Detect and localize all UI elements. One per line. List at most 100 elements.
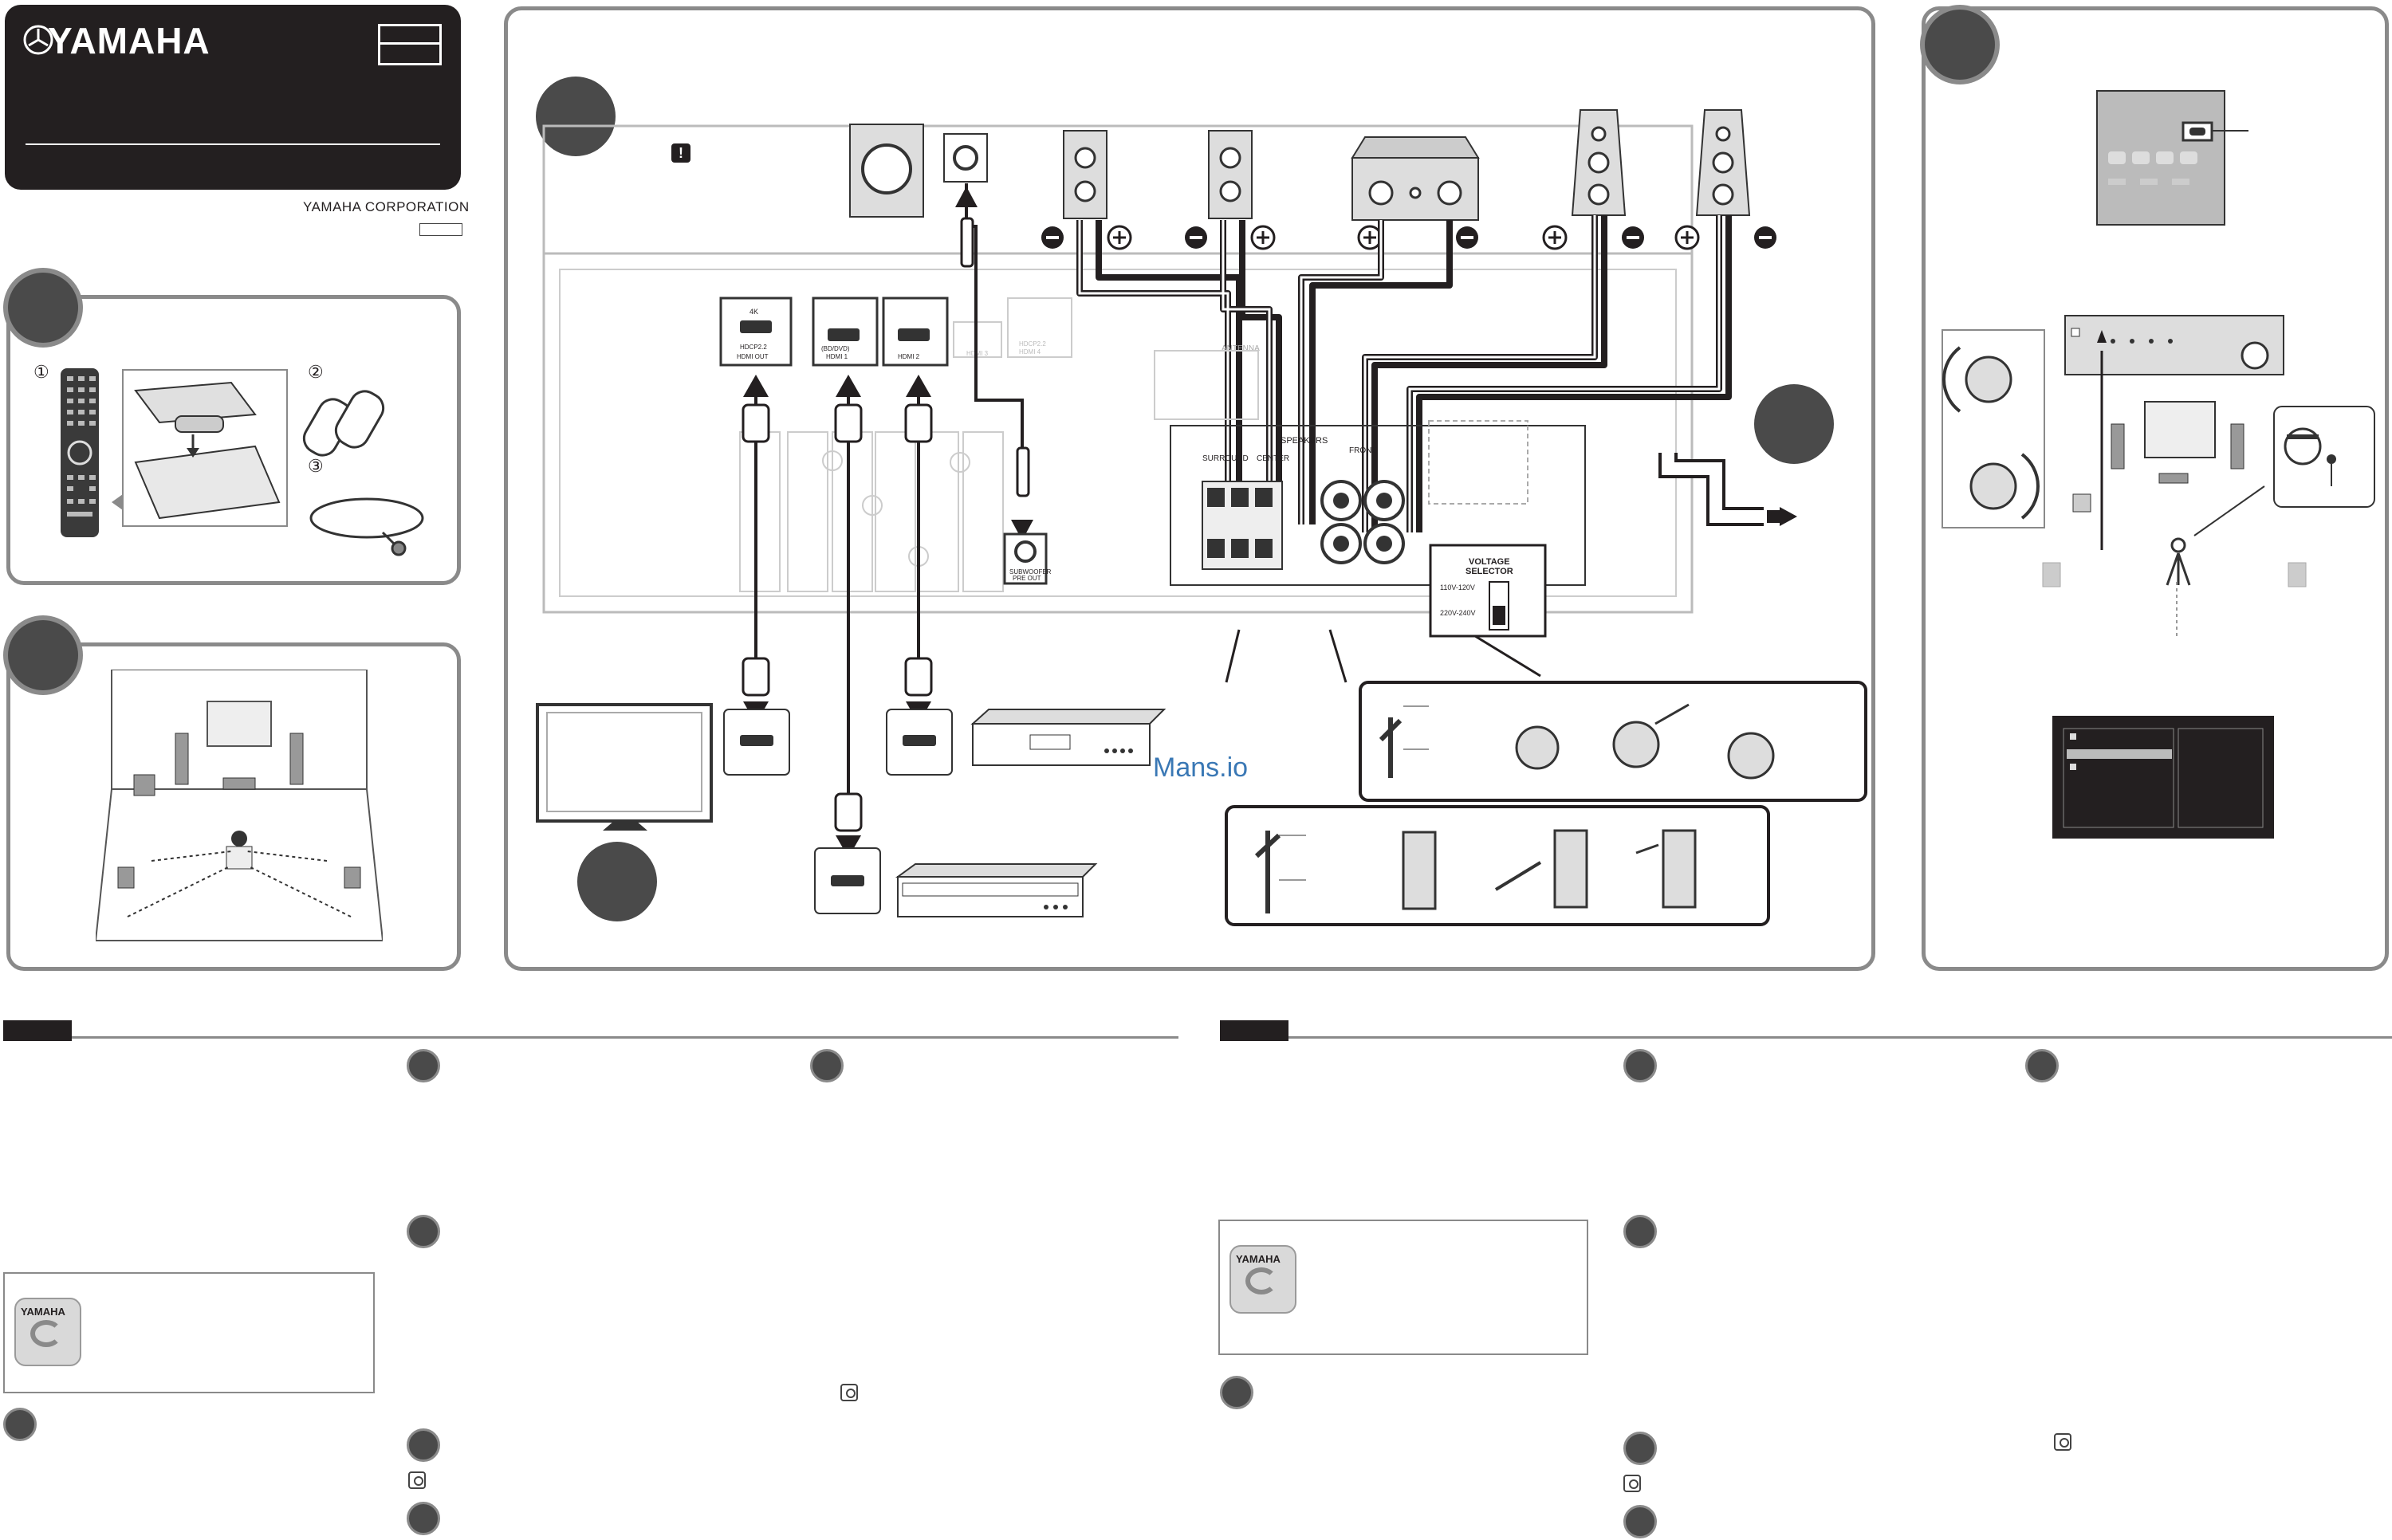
hdmi2-label: HDMI 2 — [898, 353, 920, 360]
voltage-title-1: VOLTAGE — [1469, 557, 1510, 567]
surround-right-speaker-icon — [344, 866, 361, 889]
hdmi-out-top: 4K — [749, 308, 758, 316]
step-marker — [1754, 384, 1834, 464]
step-marker — [407, 1049, 440, 1082]
front-right-speaker-icon — [289, 733, 304, 785]
ypao-setup-illustration — [1942, 90, 2375, 839]
room-layout-illustration — [96, 670, 383, 941]
hdmi-out-line1: HDCP2.2 — [740, 344, 767, 351]
surround-left-speaker-icon — [1063, 130, 1107, 219]
listener-with-mic-icon — [2273, 406, 2375, 508]
front-label: FRONT — [1349, 446, 1376, 455]
step-marker — [3, 1408, 37, 1441]
listener-icon — [226, 831, 253, 870]
volume-knob-icons — [1942, 346, 2040, 520]
center-speaker-icon — [1351, 136, 1480, 221]
step-marker — [1623, 1215, 1657, 1248]
ypao-menu-screen — [2052, 716, 2274, 839]
watermark-text: Mans.io — [1153, 752, 1249, 783]
step-marker — [1623, 1432, 1657, 1465]
header-rule — [26, 143, 440, 145]
av-setup-guide-app-icon[interactable]: YAMAHA — [1229, 1245, 1296, 1314]
bd-player-icon — [970, 709, 1166, 766]
app-brand-label: YAMAHA — [1236, 1253, 1281, 1265]
step-marker — [577, 842, 657, 921]
rear-panel-wiring-diagram: SPEAKERS SURROUND CENTER FRONT VOLTAGE S… — [536, 109, 1867, 926]
recorder-icon — [895, 863, 1098, 917]
voltage-low: 110V-120V — [1440, 583, 1475, 591]
header-card — [5, 5, 461, 190]
batteries-icon — [302, 390, 385, 457]
av-setup-guide-app-icon[interactable]: YAMAHA — [14, 1298, 81, 1366]
corporation-name: YAMAHA CORPORATION — [303, 199, 470, 214]
app-swirl-icon — [1245, 1267, 1277, 1294]
subwoofer-out-line1: SUBWOOFER — [1009, 568, 1052, 576]
av-setup-app-box: YAMAHA — [3, 1272, 375, 1393]
remote-battery-illustration: ① ② ③ — [33, 362, 424, 556]
caution-icon: ! — [671, 143, 690, 163]
surround-label: SURROUND — [1202, 454, 1249, 463]
center-label: CENTER — [1257, 454, 1289, 463]
hdmi4-line1: HDCP2.2 — [1019, 340, 1046, 348]
surround-right-speaker-icon — [1208, 130, 1253, 219]
remote-control-icon — [61, 368, 99, 537]
language-rule — [1288, 1036, 2392, 1039]
voltage-selector: VOLTAGE SELECTOR 110V-120V 220V-240V — [1429, 544, 1547, 638]
hdmi1-top: (BD/DVD) — [821, 345, 850, 352]
step-marker — [536, 77, 616, 156]
item-number-2: ② — [308, 362, 324, 382]
spring-terminal-steps-icons — [1254, 829, 1697, 913]
hdmi1-label: HDMI 1 — [826, 353, 848, 360]
step-marker — [1220, 1376, 1253, 1409]
step-marker — [1920, 5, 2000, 84]
front-panel-closeup — [2096, 90, 2248, 226]
app-swirl-icon — [30, 1320, 62, 1347]
step-marker — [3, 268, 83, 348]
model-box — [378, 24, 442, 65]
document-code-box — [419, 223, 462, 236]
speakers-label: SPEAKERS — [1281, 436, 1328, 446]
language-tab[interactable] — [1220, 1020, 1288, 1041]
surround-left-speaker-icon — [117, 866, 135, 889]
hdmi-out-line2: HDMI OUT — [737, 353, 769, 360]
step-marker — [1623, 1049, 1657, 1082]
hdmi4-label: HDMI 4 — [1019, 348, 1041, 356]
speaker-terminals — [1202, 480, 1405, 570]
front-right-speaker-icon — [1695, 109, 1751, 216]
hint-icon — [2054, 1433, 2071, 1451]
tv-icon — [536, 703, 713, 831]
hint-icon — [1623, 1475, 1641, 1492]
subwoofer-icon — [133, 774, 155, 796]
receiver-front-icon — [2064, 315, 2284, 375]
microphone-tripod-icon — [2166, 537, 2191, 586]
binding-post-steps-icons — [1379, 703, 1775, 780]
step-marker — [407, 1428, 440, 1462]
step-marker — [1623, 1505, 1657, 1538]
front-left-speaker-icon — [175, 733, 189, 785]
battery-cover-illustration — [112, 369, 288, 527]
hdmi-jacks: 4K HDCP2.2 HDMI OUT (BD/DVD) HDMI 1 HDMI… — [719, 297, 1072, 367]
subwoofer-speaker-icon — [849, 124, 988, 218]
fm-antenna-icon — [309, 497, 424, 556]
item-number-1: ① — [33, 362, 49, 382]
speaker-layout-panel — [6, 642, 461, 971]
front-left-speaker-icon — [1571, 109, 1627, 216]
hint-icon — [408, 1471, 426, 1489]
center-speaker-icon — [222, 777, 256, 790]
item-number-3: ③ — [308, 456, 324, 476]
app-brand-label: YAMAHA — [21, 1306, 65, 1318]
step-marker — [407, 1502, 440, 1535]
step-marker — [2025, 1049, 2059, 1082]
step-marker — [3, 615, 83, 695]
language-tab[interactable] — [3, 1020, 72, 1041]
step-marker — [810, 1049, 844, 1082]
language-rule — [72, 1036, 1178, 1039]
voltage-title-2: SELECTOR — [1465, 567, 1513, 576]
antenna-label: ANTENNA — [1222, 344, 1260, 353]
subwoofer-out-line2: PRE OUT — [1013, 575, 1041, 582]
hint-icon — [840, 1384, 858, 1401]
brand-logo-text: YAMAHA — [48, 20, 210, 61]
yamaha-tuning-fork-logo-icon — [23, 25, 53, 55]
voltage-high: 220V-240V — [1440, 609, 1476, 617]
step-marker — [407, 1215, 440, 1248]
